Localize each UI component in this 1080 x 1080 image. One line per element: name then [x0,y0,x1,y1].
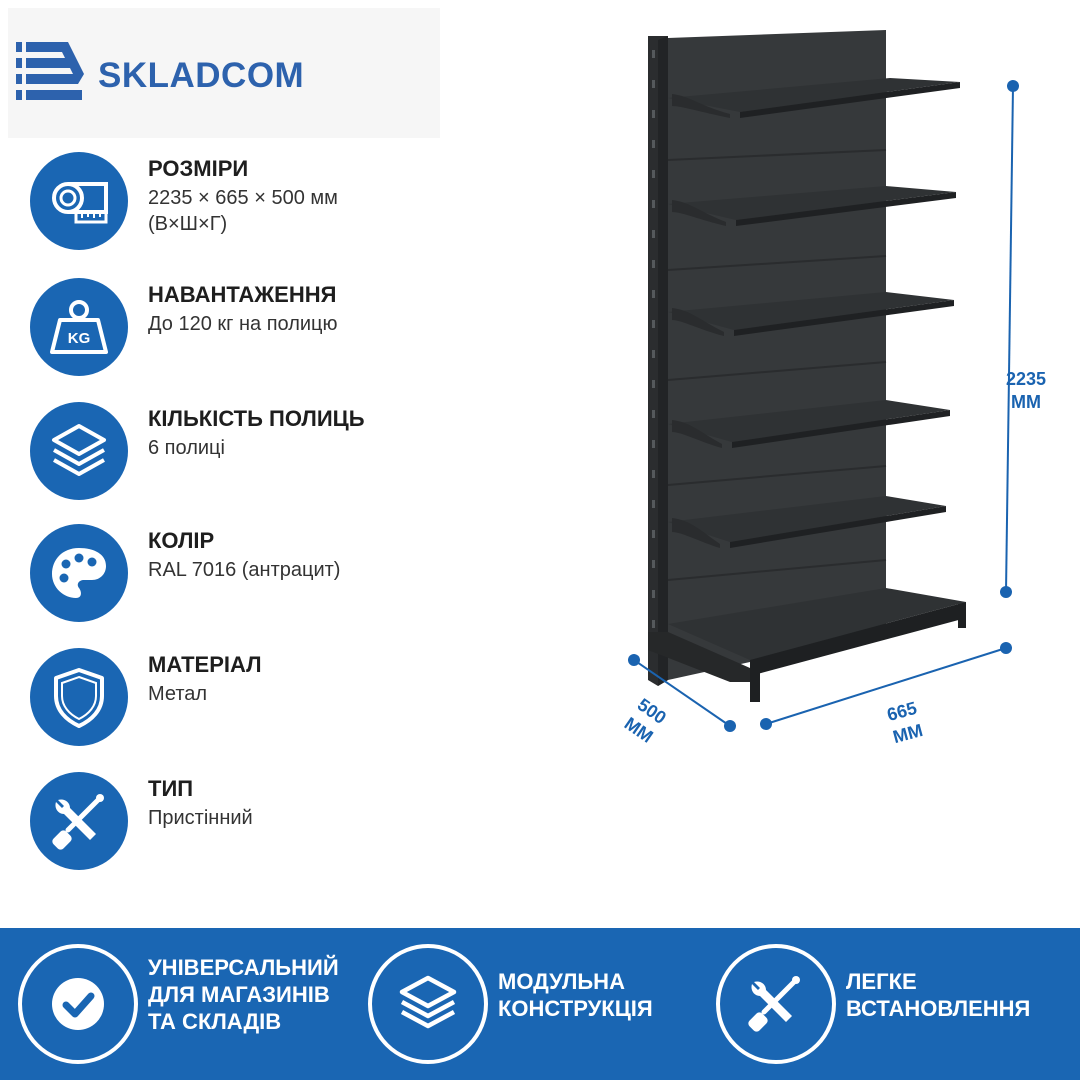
svg-text:KG: KG [68,330,91,347]
feature-text-line: (В×Ш×Г) [148,213,228,235]
feature-text: Пристінний [148,805,253,831]
feature-title: КІЛЬКІСТЬ ПОЛИЦЬ [148,406,365,431]
feature-text-line: До 120 кг на полицю [148,313,338,335]
benefit-text: УНІВЕРСАЛЬНИЙ ДЛЯ МАГАЗИНІВ ТА СКЛАДІВ [148,954,339,1035]
feature-text: 6 полиці [148,435,225,461]
benefit-text-line: ЛЕГКЕ [846,969,917,994]
feature-text-line: 2235 × 665 × 500 мм [148,187,338,209]
dimension-value: 2235 [1006,369,1047,389]
feature-icon-circle [30,152,128,250]
feature-title: ТИП [148,776,194,801]
feature-title: РОЗМІРИ [148,156,249,181]
feature-material: МАТЕРІАЛ Метал [30,648,570,748]
check-icon [52,978,104,1030]
feature-dimensions: РОЗМІРИ 2235 × 665 × 500 мм (В×Ш×Г) [30,152,570,252]
feature-type: ТИП Пристінний [30,772,570,872]
feature-text-line: 6 полиці [148,437,225,459]
feature-text-line: Пристінний [148,807,253,829]
benefit-icon-circle [18,944,138,1064]
benefit-text: ЛЕГКЕ ВСТАНОВЛЕННЯ [846,968,1030,1022]
feature-color: КОЛІР RAL 7016 (антрацит) [30,524,570,624]
benefit-text-line: ВСТАНОВЛЕННЯ [846,996,1031,1021]
feature-title: КОЛІР [148,528,215,553]
shelf-rack-illustration [620,20,1060,780]
shelf-rack-drawing [628,30,1019,732]
benefit-text-line: ДЛЯ МАГАЗИНІВ [148,982,330,1007]
feature-shelves: КІЛЬКІСТЬ ПОЛИЦЬ 6 полиці [30,402,570,502]
weight-kg-icon: KG [50,300,108,354]
feature-icon-circle: KG [30,278,128,376]
shield-icon [54,668,104,728]
benefit-text-line: УНІВЕРСАЛЬНИЙ [148,955,339,980]
feature-text-line: RAL 7016 (антрацит) [148,559,341,581]
feature-text: RAL 7016 (антрацит) [148,557,340,583]
feature-text: До 120 кг на полицю [148,311,338,337]
feature-title: МАТЕРІАЛ [148,652,262,677]
feature-text: 2235 × 665 × 500 мм (В×Ш×Г) [148,185,338,237]
feature-icon-circle [30,772,128,870]
skladcom-logo-icon [16,42,84,100]
feature-icon-circle [30,648,128,746]
logo: SKLADCOM [8,8,440,138]
palette-icon [52,548,106,598]
benefit-text-line: МОДУЛЬНА [498,969,625,994]
layers-icon [399,975,457,1029]
tools-icon [52,794,104,850]
layers-icon [52,424,106,476]
dimension-unit: ММ [1011,392,1042,412]
benefit-text-line: ТА СКЛАДІВ [148,1009,282,1034]
feature-load: KG НАВАНТАЖЕННЯ До 120 кг на полицю [30,278,570,378]
benefit-text-line: КОНСТРУКЦІЯ [498,996,653,1021]
benefit-icon-circle [368,944,488,1064]
brand-name: SKLADCOM [98,56,305,95]
feature-text: Метал [148,681,207,707]
tape-measure-icon [52,182,108,224]
feature-icon-circle [30,524,128,622]
feature-title: НАВАНТАЖЕННЯ [148,282,337,307]
feature-icon-circle [30,402,128,500]
benefit-icon-circle [716,944,836,1064]
benefit-text: МОДУЛЬНА КОНСТРУКЦІЯ [498,968,653,1022]
benefits-banner: УНІВЕРСАЛЬНИЙ ДЛЯ МАГАЗИНІВ ТА СКЛАДІВ М… [0,928,1080,1080]
feature-text-line: Метал [148,683,208,705]
height-dimension-label: 2235 ММ [1006,368,1046,414]
tools-icon [748,976,800,1032]
